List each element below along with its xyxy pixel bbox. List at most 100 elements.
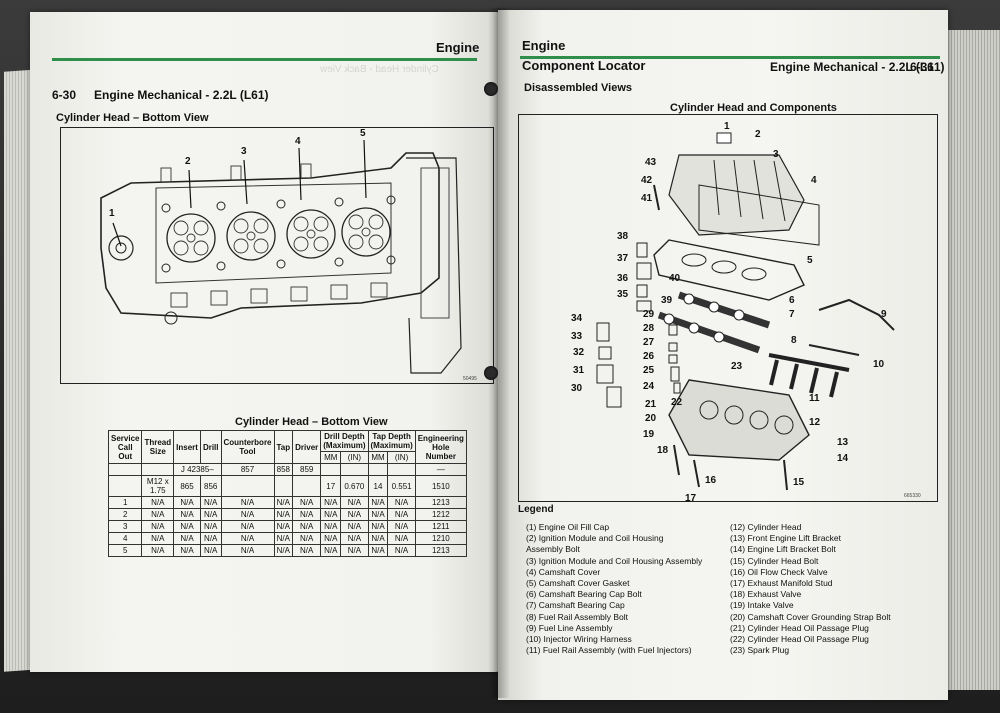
cell: N/A (387, 496, 416, 509)
col-drill-depth: Drill Depth (Maximum) (320, 430, 369, 452)
callout-36: 36 (617, 273, 629, 284)
spec-table: Service Call Out Thread Size Insert Dril… (107, 430, 467, 557)
page-header-title: Engine Mechanical - 2.2L (L61) (94, 88, 269, 102)
drill-value: 856 (199, 475, 222, 497)
legend-item: (18) Exhaust Valve (730, 589, 802, 600)
cell: N/A (367, 532, 389, 545)
legend-item: (11) Fuel Rail Assembly (with Fuel Injec… (526, 645, 692, 656)
cylinder-head-bottom-drawing: 50495 (100, 139, 477, 382)
unit-mm: MM (367, 451, 389, 464)
callout-10: 10 (873, 359, 885, 370)
cell: N/A (367, 496, 389, 509)
callout-18: 18 (657, 445, 669, 456)
callout-43: 43 (645, 157, 657, 168)
cell: N/A (340, 496, 369, 509)
cell: N/A (220, 508, 275, 521)
cell: N/A (173, 508, 201, 521)
cell: N/A (199, 508, 222, 521)
callout-5: 5 (360, 128, 366, 139)
callout-13: 13 (837, 437, 849, 448)
cell: N/A (273, 544, 294, 557)
callout-4: 4 (811, 175, 817, 186)
cell-callout: 3 (107, 520, 143, 533)
callout-23: 23 (731, 361, 743, 372)
cell: N/A (320, 532, 342, 545)
callout-30: 30 (571, 383, 583, 394)
callout-42: 42 (641, 175, 653, 186)
callout-29: 29 (643, 309, 655, 320)
exploded-view-drawing: 665330 (596, 132, 921, 499)
cell: N/A (292, 508, 322, 521)
cell: N/A (273, 508, 294, 521)
callout-28: 28 (643, 323, 655, 334)
legend-right-column: (12) Cylinder Head (13) Front Engine Lif… (730, 522, 891, 656)
legend-item: (8) Fuel Rail Assembly Bolt (526, 611, 629, 622)
figure-code: 50495 (463, 376, 477, 382)
cell: N/A (220, 532, 275, 545)
unit-in: (IN) (340, 451, 369, 464)
callout-17: 17 (685, 493, 697, 504)
figure-frame: 665330 1 2 3 4 5 6 7 8 9 10 11 12 13 14 … (518, 114, 938, 504)
legend-item: (17) Exhaust Manifold Stud (730, 578, 833, 589)
cell: N/A (320, 508, 342, 521)
cell: N/A (387, 508, 416, 521)
header-rule (520, 56, 940, 59)
cell: N/A (387, 544, 416, 557)
legend-item: (9) Fuel Line Assembly (526, 622, 613, 633)
cell: N/A (273, 496, 294, 509)
cell: 1212 (414, 508, 467, 521)
callout-26: 26 (643, 351, 655, 362)
legend-item: (6) Camshaft Bearing Cap Bolt (526, 589, 642, 600)
callout-11: 11 (809, 393, 820, 404)
subtitle: Disassembled Views (524, 82, 633, 94)
tool-counterbore: 857 (220, 463, 275, 476)
cell: N/A (292, 544, 322, 557)
thread-size: M12 x 1.75 (141, 475, 175, 497)
legend-item: (12) Cylinder Head (730, 522, 802, 532)
cell: N/A (340, 532, 369, 545)
cell: N/A (173, 532, 201, 545)
tap-depth-in: 0.551 (387, 475, 416, 497)
legend-item: (5) Camshaft Cover Gasket (526, 578, 630, 589)
callout-7: 7 (789, 309, 795, 320)
col-drill: Drill (199, 430, 222, 464)
legend-item: (14) Engine Lift Bracket Bolt (730, 544, 836, 555)
table-row: 2 N/A N/A N/A N/A N/A N/A N/A N/A N/A N/… (107, 508, 467, 521)
tool-eng: — (414, 463, 467, 476)
table-row: 1 N/A N/A N/A N/A N/A N/A N/A N/A N/A N/… (107, 496, 467, 509)
figure-title: Cylinder Head and Components (670, 102, 837, 114)
callout-24: 24 (643, 381, 655, 392)
right-page-stack (940, 30, 1000, 690)
callout-1: 1 (724, 121, 730, 132)
legend-item: Assembly Bolt (526, 544, 580, 555)
cell: N/A (141, 508, 175, 521)
legend-item: (10) Injector Wiring Harness (526, 634, 632, 645)
page-header-title: Engine Mechanical - 2.2L (L61) (770, 60, 945, 74)
cell: N/A (340, 544, 369, 557)
cell-callout: 1 (107, 496, 143, 509)
callout-37: 37 (617, 253, 629, 264)
cell: N/A (320, 496, 342, 509)
cell: N/A (340, 520, 369, 533)
col-tap: Tap (273, 430, 294, 464)
callout-3: 3 (773, 149, 779, 160)
cell: 1211 (414, 520, 467, 533)
drill-depth-in: 0.670 (340, 475, 369, 497)
cell: N/A (173, 496, 201, 509)
legend-left-column: (1) Engine Oil Fill Cap (2) Ignition Mod… (526, 522, 702, 656)
values-row: M12 x 1.75 865 856 17 0.670 14 0.551 151… (107, 475, 467, 497)
callout-35: 35 (617, 289, 629, 300)
tool-number: J 42385– (173, 463, 222, 476)
callout-27: 27 (643, 337, 655, 348)
cell: N/A (292, 532, 322, 545)
page-title: Component Locator (522, 58, 646, 73)
legend-item: (1) Engine Oil Fill Cap (526, 522, 610, 532)
legend-item: (23) Spark Plug (730, 645, 790, 656)
tool-tap: 858 (273, 463, 294, 476)
drill-depth-mm: 17 (320, 475, 342, 497)
legend-item: (15) Cylinder Head Bolt (730, 555, 819, 566)
left-page: Engine 6-30 Engine Mechanical - 2.2L (L6… (30, 12, 500, 672)
cell-callout: 2 (107, 508, 143, 521)
callout-16: 16 (705, 475, 717, 486)
legend-item: (16) Oil Flow Check Valve (730, 566, 828, 577)
